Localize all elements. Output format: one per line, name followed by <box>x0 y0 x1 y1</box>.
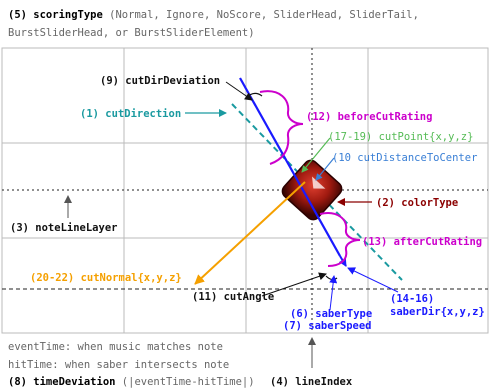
saber-speed-label: (7) saberSpeed <box>283 320 372 332</box>
saber-dir-label: (14-16) saberDir{x,y,z} <box>390 293 485 318</box>
cut-angle-label: (11) cutAngle <box>192 291 275 303</box>
saber-dir-pointer <box>347 267 399 293</box>
cut-normal-label: (20-22) cutNormal{x,y,z} <box>30 272 182 284</box>
after-cut-brace <box>319 212 361 267</box>
before-cut-rating-label: (12) beforeCutRating <box>306 111 433 123</box>
scoring-type-label: (5) scoringType <box>8 9 103 21</box>
hit-time-note: hitTime: when saber intersects note <box>8 359 230 371</box>
line-index-label: (4) lineIndex <box>270 376 353 388</box>
after-cut-rating-label: (13) afterCutRating <box>362 236 483 248</box>
cut-dir-deviation-pointer <box>225 81 253 101</box>
cut-point-pointer <box>301 137 331 173</box>
time-deviation-line: (8) timeDeviation (|eventTime-hitTime|) <box>8 375 255 389</box>
before-cut-brace <box>259 90 304 165</box>
saber-type-label: (6) saberType <box>290 308 373 320</box>
scoring-type-values-2: BurstSliderHead, or BurstSliderElement) <box>8 27 255 39</box>
time-deviation-label: (8) timeDeviation <box>8 376 116 388</box>
scoring-type-line: (5) scoringType (Normal, Ignore, NoScore… <box>8 8 419 22</box>
saber-type-pointer <box>329 275 338 311</box>
saber-line <box>239 77 341 257</box>
cut-angle-pointer <box>261 272 327 297</box>
cut-point-label: (17-19) cutPoint{x,y,z} <box>328 131 474 143</box>
color-type-label: (2) colorType <box>376 197 459 209</box>
time-deviation-formula: (|eventTime-hitTime|) <box>121 376 255 388</box>
cut-distance-pointer <box>315 157 335 181</box>
cut-normal-arrow <box>194 181 306 285</box>
scoring-type-values-1: (Normal, Ignore, NoScore, SliderHead, Sl… <box>109 9 419 21</box>
cut-angle-arc <box>325 275 338 281</box>
cut-direction-label: (1) cutDirection <box>80 108 182 120</box>
event-time-note: eventTime: when music matches note <box>8 341 223 353</box>
cut-distance-label: (10 cutDistanceToCenter <box>332 152 478 164</box>
note-line-layer-label: (3) noteLineLayer <box>10 222 118 234</box>
cut-dir-deviation-label: (9) cutDirDeviation <box>100 75 221 87</box>
